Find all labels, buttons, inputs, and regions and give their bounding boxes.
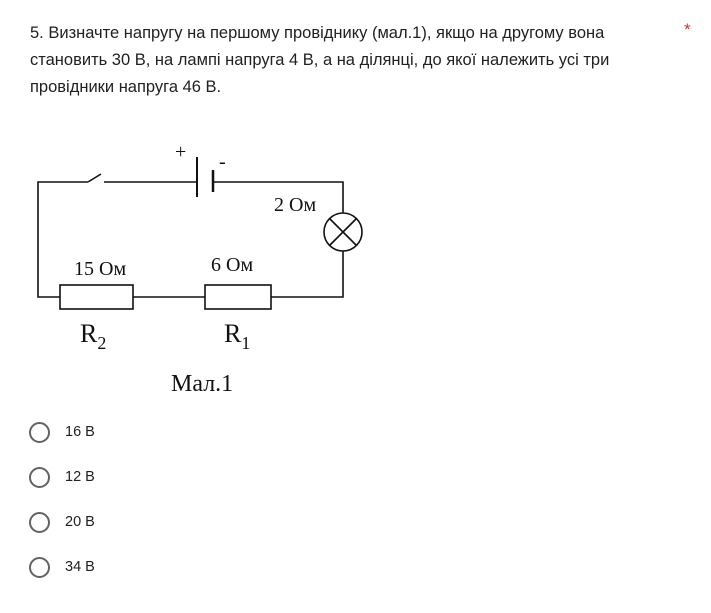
radio-button[interactable]	[29, 466, 50, 488]
resistor-r2	[59, 284, 134, 310]
question-text: 5. Визначте напругу на першому провідник…	[30, 24, 610, 96]
figure-caption: Мал.1	[171, 371, 233, 397]
lamp-icon	[323, 212, 363, 252]
switch	[87, 173, 102, 183]
radio-button[interactable]	[29, 421, 50, 443]
r1-resistance: 6 Ом	[211, 254, 253, 276]
option-label: 16 В	[65, 424, 95, 440]
lamp-resistance: 2 Ом	[274, 194, 316, 216]
option-label: 12 В	[65, 469, 95, 485]
plus-sign: +	[175, 141, 186, 163]
wire-right	[271, 251, 344, 298]
r1-label: R1	[224, 319, 250, 353]
radio-button[interactable]	[29, 511, 50, 533]
option-12v[interactable]: 12 В	[29, 465, 95, 489]
r2-label: R2	[80, 319, 106, 353]
resistor-r1	[204, 284, 272, 310]
option-label: 20 В	[65, 514, 95, 530]
wire-left	[37, 181, 88, 298]
minus-sign: -	[219, 151, 226, 173]
option-16v[interactable]: 16 В	[29, 420, 95, 444]
option-label: 34 В	[65, 559, 95, 575]
option-20v[interactable]: 20 В	[29, 510, 95, 534]
wire-top	[104, 181, 344, 213]
radio-button[interactable]	[29, 556, 50, 578]
option-34v[interactable]: 34 В	[29, 555, 95, 579]
r2-resistance: 15 Ом	[74, 258, 126, 280]
required-asterisk: *	[684, 20, 691, 39]
circuit-diagram: + - 2 Ом 15 Ом 6 Ом R2 R1 Мал.1	[37, 141, 363, 397]
